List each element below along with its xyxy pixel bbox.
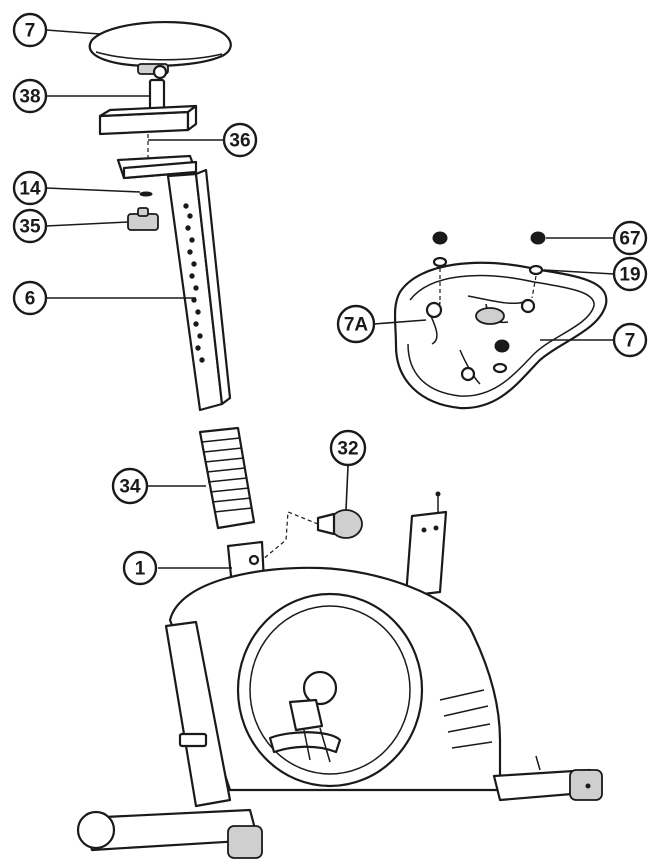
- callout-frame: 1: [122, 550, 158, 586]
- seat-post: [116, 154, 232, 412]
- callout-washer: 14: [12, 170, 48, 206]
- svg-text:35: 35: [19, 217, 41, 238]
- svg-text:14: 14: [19, 179, 41, 200]
- callout-nut-washer: 19: [612, 256, 648, 292]
- seat-side-view: [88, 20, 232, 80]
- svg-text:38: 38: [19, 87, 40, 108]
- callout-nut: 67: [612, 220, 648, 256]
- callout-seat-top: 7: [12, 12, 48, 48]
- adjustment-knob-small: [127, 207, 159, 231]
- callout-knob-large: 32: [329, 429, 367, 467]
- callout-knob-small: 35: [12, 208, 48, 244]
- callout-seat-post: 6: [12, 280, 48, 316]
- callout-bolt: 38: [12, 78, 48, 114]
- callout-seat-bottom: 7: [612, 322, 648, 358]
- svg-text:1: 1: [135, 559, 146, 580]
- callout-slider: 36: [222, 122, 258, 158]
- svg-text:32: 32: [337, 439, 358, 460]
- bike-frame: [76, 491, 603, 859]
- washer: [139, 191, 153, 197]
- callout-seat-frame: 7A: [336, 304, 376, 344]
- svg-text:6: 6: [25, 289, 36, 310]
- svg-text:7: 7: [625, 331, 636, 352]
- callout-bellows: 34: [111, 467, 149, 505]
- seat-nuts: [432, 231, 546, 374]
- svg-text:36: 36: [229, 131, 250, 152]
- svg-text:7A: 7A: [344, 315, 369, 336]
- seat-slider-block: [98, 104, 198, 136]
- svg-text:34: 34: [119, 477, 141, 498]
- svg-text:7: 7: [25, 21, 36, 42]
- svg-text:67: 67: [619, 229, 640, 250]
- svg-text:19: 19: [619, 265, 640, 286]
- bellows-cover: [198, 426, 256, 530]
- adjustment-knob-large: [316, 509, 363, 539]
- seat-bottom-view: [393, 261, 608, 410]
